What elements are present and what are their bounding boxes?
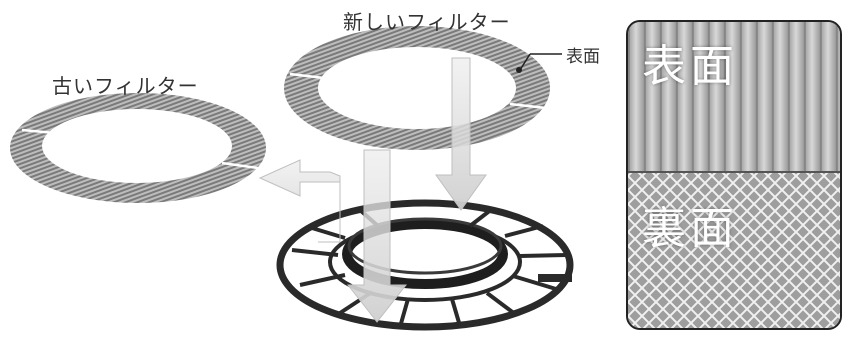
back-surface-texture [628,173,840,328]
surface-callout-label: 表面 [566,47,600,67]
filter-texture-panel: 表面 裏面 [626,20,842,330]
install-arrow-center [346,149,408,323]
front-surface-label: 表面 [642,41,738,92]
old-filter-ring [10,93,266,203]
old-filter-label: 古いフィルター [52,74,199,98]
new-filter-ring [284,26,550,150]
back-surface-label: 裏面 [642,203,738,254]
front-surface-texture [628,22,840,172]
filter-frame [276,199,574,331]
surface-callout-line [516,53,562,73]
install-arrow-right [435,57,487,211]
remove-arrow [258,159,341,243]
new-filter-label: 新しいフィルター [343,10,511,34]
